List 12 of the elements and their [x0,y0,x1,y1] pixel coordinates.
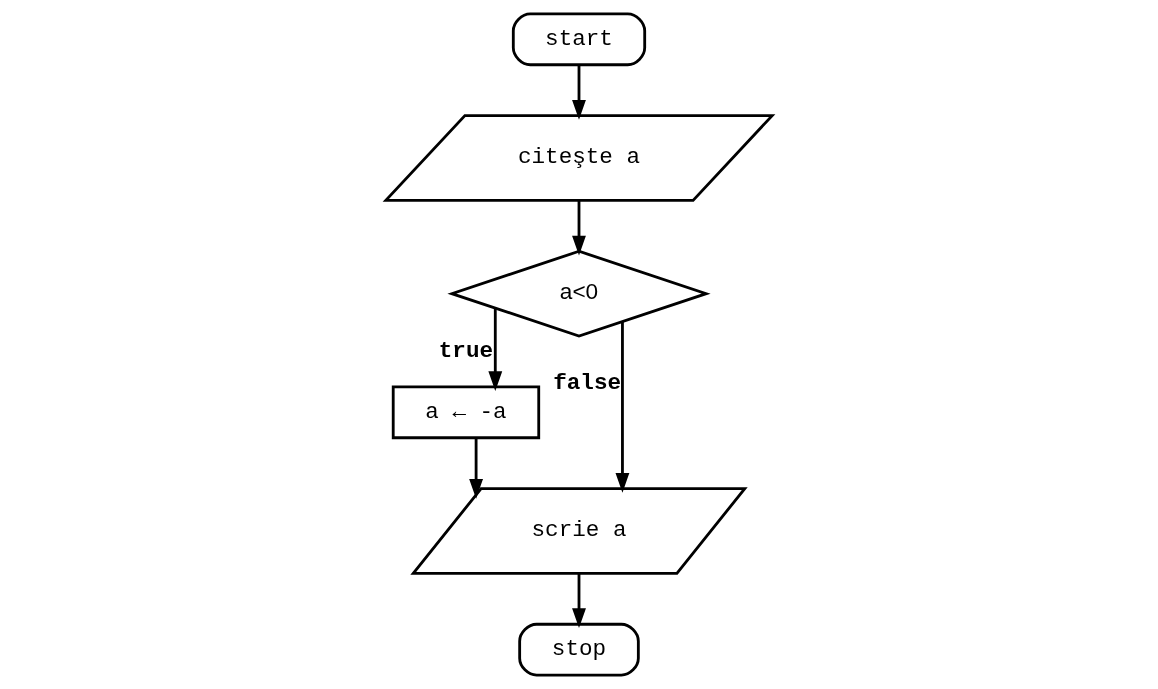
node-diamond: a<0 [447,249,711,338]
node-box: a ← -a [391,385,541,440]
arrow [469,438,484,499]
arrow [615,321,630,493]
node-box: stop [518,622,640,677]
arrow [488,308,503,392]
arrow [572,200,586,256]
edge-label: true [438,338,494,365]
edge-label: false [553,370,622,397]
arrow [572,65,586,120]
arrow [572,573,586,629]
node-box: start [511,12,647,67]
